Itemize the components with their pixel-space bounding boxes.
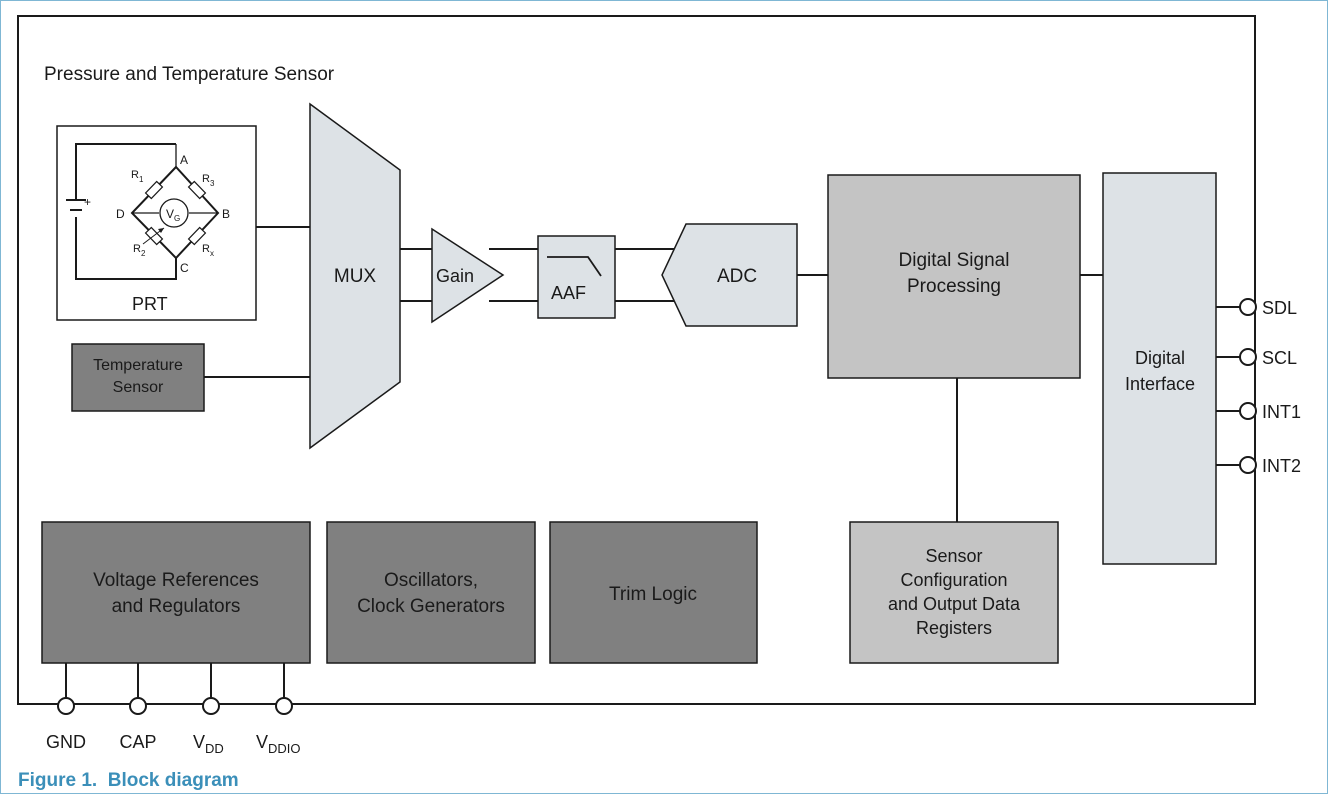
svg-text:AAF: AAF bbox=[551, 283, 586, 303]
svg-text:V: V bbox=[193, 732, 205, 752]
svg-text:Configuration: Configuration bbox=[900, 570, 1007, 590]
svg-text:Clock Generators: Clock Generators bbox=[357, 596, 505, 617]
oscillators-block: Oscillators, Clock Generators bbox=[326, 521, 536, 664]
right-pins: SDL SCL INT1 INT2 bbox=[1216, 298, 1301, 476]
svg-text:Digital Signal: Digital Signal bbox=[899, 250, 1010, 271]
svg-text:R: R bbox=[133, 243, 141, 255]
svg-text:R: R bbox=[131, 169, 139, 181]
pin-vddio bbox=[275, 697, 293, 715]
svg-text:D: D bbox=[116, 207, 125, 221]
svg-text:Trim Logic: Trim Logic bbox=[609, 584, 697, 605]
prt-label: PRT bbox=[132, 294, 168, 314]
svg-text:V: V bbox=[256, 732, 268, 752]
pin-int1 bbox=[1239, 402, 1257, 420]
svg-text:3: 3 bbox=[210, 179, 215, 188]
svg-text:x: x bbox=[210, 249, 214, 258]
svg-text:ADC: ADC bbox=[717, 266, 757, 287]
svg-text:Processing: Processing bbox=[907, 276, 1001, 297]
svg-text:MUX: MUX bbox=[334, 266, 377, 287]
temperature-sensor-block: Temperature Sensor bbox=[71, 343, 205, 412]
svg-text:R: R bbox=[202, 243, 210, 255]
pin-vdd bbox=[202, 697, 220, 715]
svg-text:and Output Data: and Output Data bbox=[888, 594, 1021, 614]
enclosure-title: Pressure and Temperature Sensor bbox=[44, 64, 335, 85]
svg-text:Registers: Registers bbox=[916, 618, 992, 638]
svg-text:Digital: Digital bbox=[1135, 348, 1185, 368]
pin-sdl bbox=[1239, 298, 1257, 316]
gain-amplifier: Gain bbox=[431, 227, 505, 324]
figure-caption: Figure 1. Block diagram bbox=[18, 770, 239, 791]
pin-gnd bbox=[57, 697, 75, 715]
svg-text:Interface: Interface bbox=[1125, 374, 1195, 394]
svg-text:R: R bbox=[202, 173, 210, 185]
svg-text:INT1: INT1 bbox=[1262, 402, 1301, 422]
svg-text:B: B bbox=[222, 207, 230, 221]
svg-text:Oscillators,: Oscillators, bbox=[384, 570, 478, 591]
svg-text:SCL: SCL bbox=[1262, 348, 1297, 368]
svg-text:Gain: Gain bbox=[436, 266, 474, 286]
svg-text:GND: GND bbox=[46, 732, 86, 752]
voltage-references-block: Voltage References and Regulators bbox=[41, 521, 311, 664]
pin-scl bbox=[1239, 348, 1257, 366]
adc-block: ADC bbox=[661, 223, 798, 327]
svg-text:Temperature: Temperature bbox=[93, 357, 183, 374]
svg-text:CAP: CAP bbox=[119, 732, 156, 752]
svg-text:SDL: SDL bbox=[1262, 298, 1297, 318]
svg-text:V: V bbox=[166, 207, 174, 221]
svg-text:INT2: INT2 bbox=[1262, 456, 1301, 476]
svg-text:+: + bbox=[84, 195, 91, 209]
mux-block: MUX bbox=[309, 102, 401, 450]
svg-text:and Regulators: and Regulators bbox=[112, 596, 241, 617]
pin-cap bbox=[129, 697, 147, 715]
svg-text:Sensor: Sensor bbox=[113, 379, 164, 396]
svg-text:Voltage References: Voltage References bbox=[93, 570, 259, 591]
digital-interface-block: Digital Interface bbox=[1102, 172, 1217, 565]
dsp-block: Digital Signal Processing bbox=[827, 174, 1081, 379]
registers-block: Sensor Configuration and Output Data Reg… bbox=[849, 521, 1059, 664]
svg-text:Sensor: Sensor bbox=[925, 546, 982, 566]
svg-text:A: A bbox=[180, 153, 188, 167]
svg-text:1: 1 bbox=[139, 175, 144, 184]
svg-text:C: C bbox=[180, 261, 189, 275]
svg-text:2: 2 bbox=[141, 249, 146, 258]
trim-logic-block: Trim Logic bbox=[549, 521, 758, 664]
svg-text:DD: DD bbox=[205, 741, 224, 756]
svg-text:DDIO: DDIO bbox=[268, 741, 301, 756]
aaf-filter: AAF bbox=[537, 235, 616, 319]
bottom-pins: GND CAP V DD V DDIO bbox=[46, 663, 301, 756]
svg-text:G: G bbox=[174, 214, 180, 223]
prt-block: V G A B C D + R 1 R 3 R 2 R x PRT bbox=[56, 125, 257, 321]
pin-int2 bbox=[1239, 456, 1257, 474]
